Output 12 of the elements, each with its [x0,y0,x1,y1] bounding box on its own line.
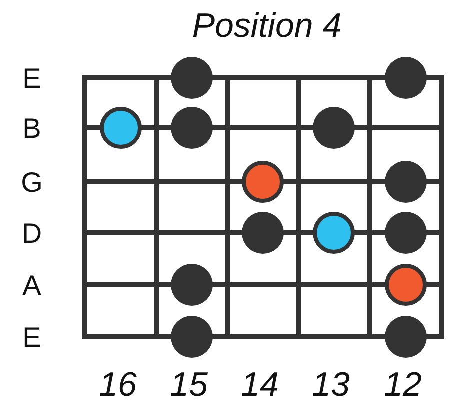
fret-number: 13 [312,368,350,402]
string-label: B [22,115,42,143]
fret-number: 16 [99,368,137,402]
fret-number: 12 [384,368,422,402]
string-label: G [21,169,43,197]
diagram-title: Position 4 [192,9,342,43]
string-label: D [22,220,42,248]
string-label: A [22,272,42,300]
string-label: E [22,65,42,93]
fret-number: 15 [170,368,208,402]
string-label: E [22,324,42,352]
fret-number: 14 [241,368,279,402]
